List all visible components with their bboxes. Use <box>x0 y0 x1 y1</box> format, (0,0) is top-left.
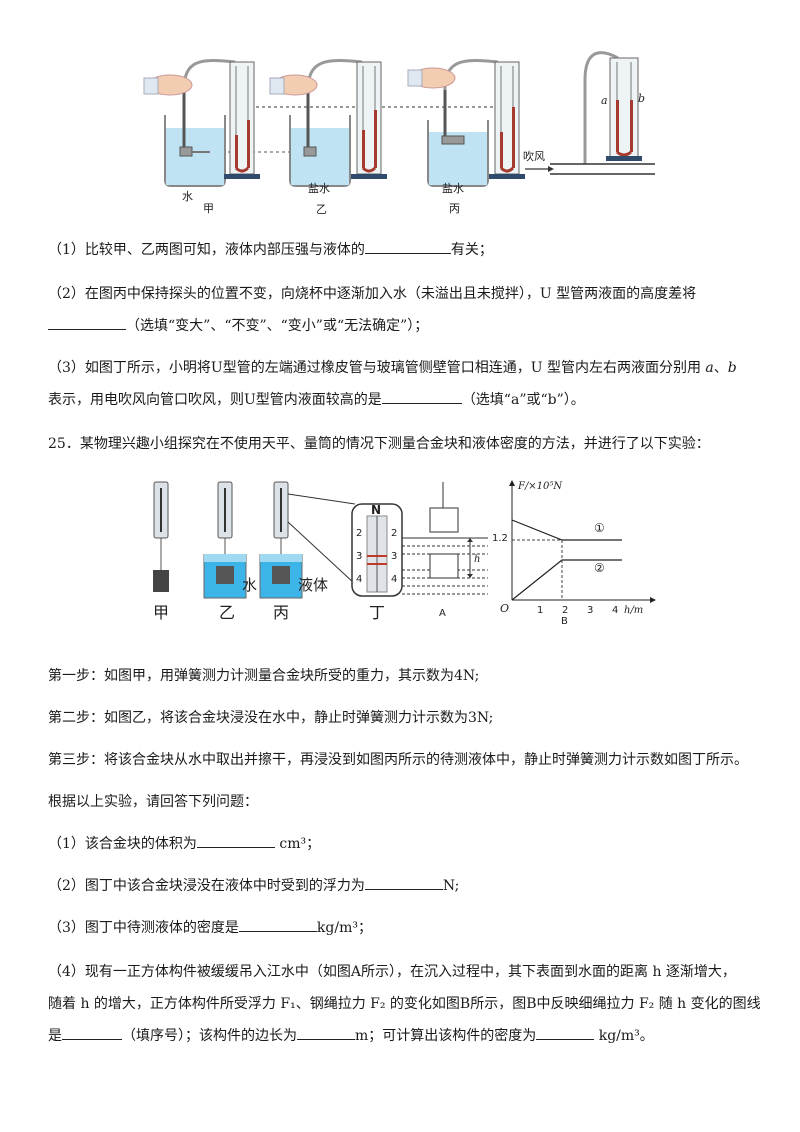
answer-blank[interactable] <box>364 239 451 254</box>
q24-part3-line2: 表示，用电吹风向管口吹风，则U型管内液面较高的是（选填“a”或“b”）。 <box>48 388 760 412</box>
pressure-experiment-figure: 水 甲 盐水 乙 盐水 丙 吹风 a b <box>143 51 655 216</box>
q25-part4-line2: 随着 h 的增大，正方体构件所受浮力 F₁、钢绳拉力 F₂ 的变化如图B所示，图… <box>48 996 761 1012</box>
scale-tick-2-left: 2 <box>356 528 362 539</box>
label-yi-liquid: 盐水 <box>308 182 330 195</box>
label-jia-liquid: 水 <box>182 190 193 203</box>
label-fig-b: B <box>561 616 568 626</box>
q24-part1: （1）比较甲、乙两图可知，液体内部压强与液体的有关； <box>48 238 760 262</box>
q25-stem: 25．某物理兴趣小组探究在不使用天平、量筒的情况下测量合金块和液体密度的方法，并… <box>48 436 710 452</box>
u-tube-2 <box>351 61 387 179</box>
answer-blank[interactable] <box>297 1025 355 1040</box>
label-bing-liquid: 盐水 <box>442 182 464 195</box>
series-1-label: ① <box>594 521 605 535</box>
x-tick-4: 4 <box>612 605 618 616</box>
label-newton: N <box>371 503 381 517</box>
scale-yi <box>203 481 247 599</box>
series-2-label: ② <box>594 561 605 575</box>
scale-bing <box>259 481 356 599</box>
u-tube-3 <box>489 61 525 179</box>
label-fig-a: A <box>439 608 446 619</box>
label-yi: 乙 <box>219 603 235 622</box>
beaker-bing <box>407 58 499 187</box>
scale-ding-zoom <box>351 503 403 597</box>
q25-ask: 根据以上实验，请回答下列问题： <box>48 794 258 810</box>
answer-blank[interactable] <box>364 875 443 890</box>
scale-tick-2-right: 2 <box>391 528 397 539</box>
y-tick-1-2: 1.2 <box>492 533 508 544</box>
label-liquid: 液体 <box>298 576 328 594</box>
answer-blank[interactable] <box>536 1025 595 1040</box>
label-jia: 甲 <box>153 603 169 622</box>
series-line-2 <box>511 559 622 601</box>
q25-part1: （1）该合金块的体积为 cm³； <box>48 832 760 856</box>
q25-step2: 第二步：如图乙，将该合金块浸没在水中，静止时弹簧测力计示数为3N; <box>48 710 494 726</box>
x-tick-3: 3 <box>587 605 593 616</box>
scale-tick-3-right: 3 <box>391 551 397 562</box>
label-water: 水 <box>242 576 257 594</box>
u-tube-wind <box>525 51 655 175</box>
scale-tick-4-left: 4 <box>356 574 362 585</box>
q25-part4-line1: （4）现有一正方体构件被缓缓吊入江水中（如图A所示），在沉入过程中，其下表面到水… <box>48 964 736 980</box>
q25-step3: 第三步：将该合金块从水中取出并擦干，再浸没到如图丙所示的待测液体中，静止时弹簧测… <box>48 752 748 768</box>
answer-blank[interactable] <box>62 1025 122 1040</box>
figure-b-chart: F/×10⁵N 1.2 O 1 2 3 4 h/m ① ② B <box>492 480 656 626</box>
label-wind: 吹风 <box>523 150 545 163</box>
scale-tick-3-left: 3 <box>356 551 362 562</box>
x-tick-2: 2 <box>562 605 568 616</box>
scale-tick-4-right: 4 <box>391 574 397 585</box>
label-b: b <box>638 92 645 105</box>
figure-a-cube <box>402 482 488 595</box>
y-axis-label: F/×10⁵N <box>517 481 563 492</box>
x-tick-1: 1 <box>537 605 543 616</box>
spring-scale-figure: 甲 乙 丙 丁 水 液体 N 2 3 4 2 3 4 h A <box>153 481 488 622</box>
answer-blank[interactable] <box>238 917 317 932</box>
u-tube-1 <box>224 61 260 179</box>
label-yi: 乙 <box>316 203 327 216</box>
label-bing: 丙 <box>449 202 460 215</box>
label-bing: 丙 <box>273 603 289 622</box>
q24-part2-line1: （2）在图丙中保持探头的位置不变，向烧杯中逐渐加入水（未溢出且未搅拌），U 型管… <box>48 286 697 302</box>
q24-part3-line1: （3）如图丁所示，小明将U型管的左端通过橡皮管与玻璃管侧壁管口相连通，U 型管内… <box>48 360 737 376</box>
scale-jia <box>153 481 169 592</box>
series-line-1 <box>511 519 622 541</box>
label-jia: 甲 <box>203 202 214 215</box>
answer-blank[interactable] <box>48 315 126 330</box>
label-h: h <box>474 554 480 565</box>
beaker-yi <box>269 58 363 187</box>
q24-part2-line2: （选填“变大”、“不变”、“变小”或“无法确定”）； <box>48 314 760 338</box>
label-a: a <box>601 94 608 107</box>
answer-blank[interactable] <box>381 389 462 404</box>
origin-label: O <box>500 602 509 615</box>
label-ding: 丁 <box>369 603 385 622</box>
beaker-jia <box>143 58 236 187</box>
x-axis-label: h/m <box>624 605 643 616</box>
answer-blank[interactable] <box>196 833 275 848</box>
q25-step1: 第一步：如图甲，用弹簧测力计测量合金块所受的重力，其示数为4N; <box>48 668 480 684</box>
